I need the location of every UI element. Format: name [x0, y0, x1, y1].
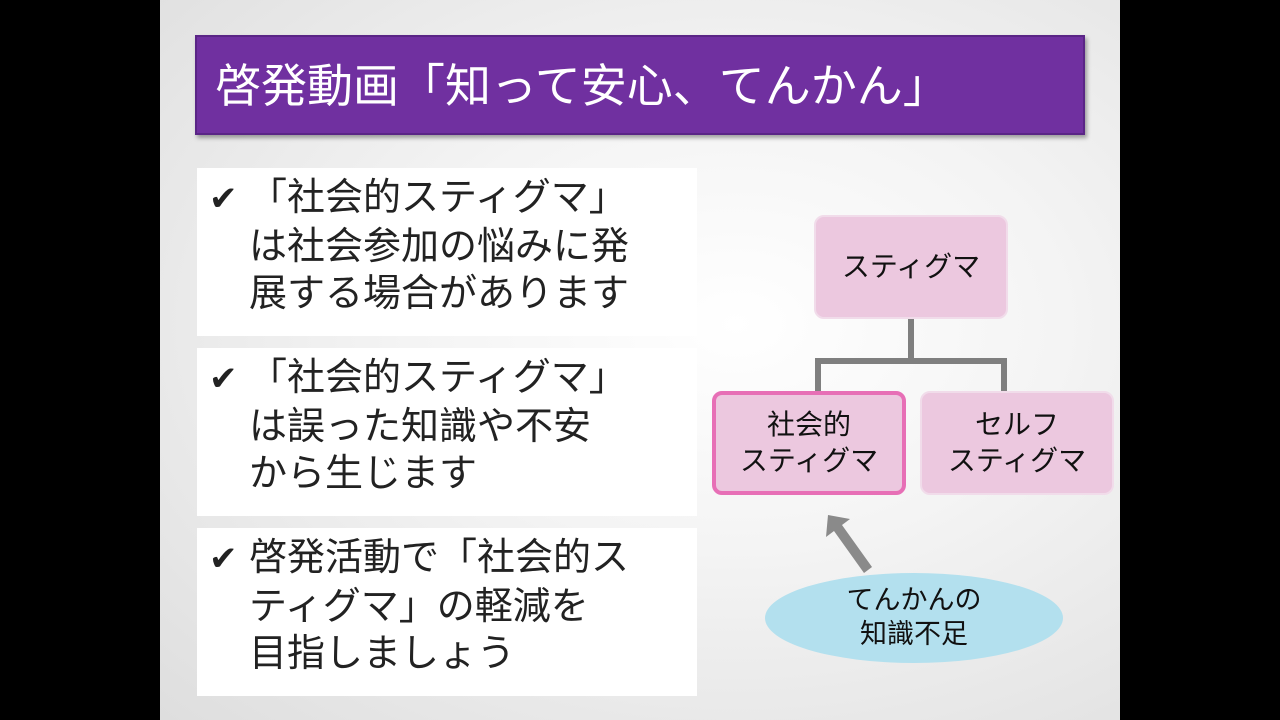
- bullet-box-3: ✔ 啓発活動で「社会的ス ティグマ」の軽減を 目指しましょう: [197, 528, 697, 696]
- connector-horizontal: [815, 358, 1007, 364]
- title-bar: 啓発動画「知って安心、てんかん」: [195, 35, 1085, 135]
- bullet-2-line-2: は誤った知識や不安: [249, 404, 592, 448]
- cause-ellipse: てんかんの 知識不足: [765, 573, 1063, 663]
- slide: 啓発動画「知って安心、てんかん」 ✔ 「社会的スティグマ」 は社会参加の悩みに発 …: [160, 0, 1120, 720]
- bullet-3-line-2: ティグマ」の軽減を: [249, 584, 589, 628]
- check-mark-icon: ✔: [209, 359, 238, 399]
- slide-title: 啓発動画「知って安心、てんかん」: [215, 59, 949, 113]
- bullet-1-line-1: 「社会的スティグマ」: [249, 175, 627, 219]
- up-arrow-icon: [826, 515, 872, 573]
- node-self-stigma: セルフ スティグマ: [920, 391, 1114, 495]
- check-mark-icon: ✔: [209, 539, 238, 579]
- bullet-3-line-1: 啓発活動で「社会的ス: [249, 535, 630, 579]
- bullet-1-line-3: 展する場合があります: [249, 271, 630, 315]
- bullet-1-line-2: は社会参加の悩みに発: [249, 224, 630, 268]
- node-stigma: スティグマ: [814, 215, 1008, 319]
- connector-vertical-top: [908, 319, 914, 361]
- node-social-stigma: 社会的 スティグマ: [712, 391, 906, 495]
- bullet-2-line-3: から生じます: [249, 451, 478, 495]
- node-social-line-1: 社会的: [766, 408, 851, 441]
- node-social-line-2: スティグマ: [739, 444, 879, 477]
- bullet-box-1: ✔ 「社会的スティグマ」 は社会参加の悩みに発 展する場合があります: [197, 168, 697, 336]
- bullet-2-line-1: 「社会的スティグマ」: [249, 355, 627, 399]
- cause-line-2: 知識不足: [860, 619, 968, 650]
- cause-line-1: てんかんの: [846, 585, 982, 616]
- node-self-line-1: セルフ: [974, 408, 1059, 441]
- node-stigma-label: スティグマ: [841, 250, 981, 283]
- check-mark-icon: ✔: [209, 179, 238, 219]
- connector-left-drop: [815, 358, 821, 392]
- bullet-box-2: ✔ 「社会的スティグマ」 は誤った知識や不安 から生じます: [197, 348, 697, 516]
- node-self-line-2: スティグマ: [947, 444, 1087, 477]
- connector-right-drop: [1001, 358, 1007, 392]
- bullet-3-line-3: 目指しましょう: [249, 631, 516, 675]
